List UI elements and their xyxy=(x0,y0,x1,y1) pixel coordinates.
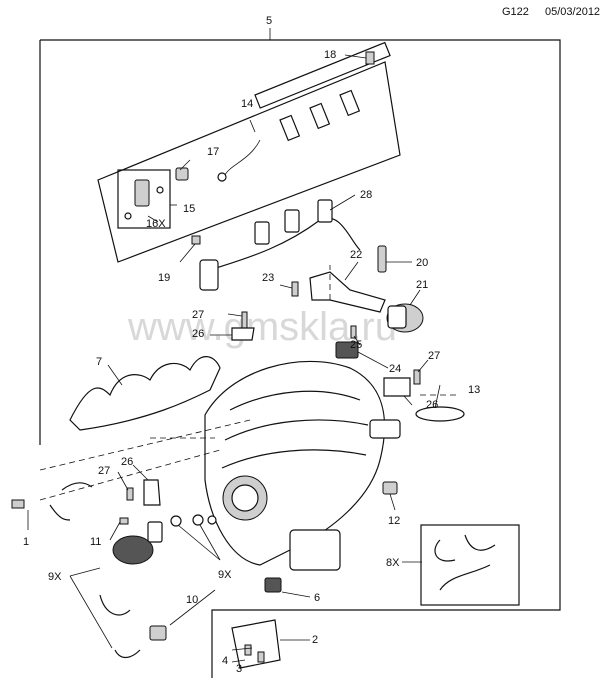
callout-6: 6 xyxy=(314,592,320,604)
callout-24: 24 xyxy=(389,363,401,375)
bolt-4 xyxy=(244,644,252,656)
gasket-7 xyxy=(69,356,221,431)
callout-2: 2 xyxy=(312,634,318,646)
callout-4: 4 xyxy=(222,655,228,667)
valve-21 xyxy=(386,303,424,333)
hoses-inset-8x xyxy=(420,524,520,606)
bracket-26-right xyxy=(383,377,411,397)
callout-5: 5 xyxy=(266,15,272,27)
bolt-27-right xyxy=(413,369,421,385)
callout-8x: 8X xyxy=(386,557,400,569)
callout-17: 17 xyxy=(207,146,219,158)
intake-manifold xyxy=(204,360,401,571)
callout-27-right: 27 xyxy=(428,350,440,362)
callout-23: 23 xyxy=(262,272,274,284)
header-date: 05/03/2012 xyxy=(545,6,600,18)
callout-1: 1 xyxy=(23,536,29,548)
bolt-3 xyxy=(257,651,265,663)
bolt-27-top xyxy=(241,311,248,329)
bolt-25 xyxy=(350,325,357,339)
injector-inset xyxy=(117,169,171,229)
callout-7: 7 xyxy=(96,356,102,368)
wiring-harness-28 xyxy=(199,199,361,291)
assembly-frame xyxy=(39,39,561,678)
bolt-18 xyxy=(365,51,375,65)
hose-9x-lower xyxy=(99,594,141,659)
leader-lines xyxy=(27,54,441,663)
clip-17 xyxy=(175,167,189,181)
purge-valve-9x xyxy=(112,521,163,565)
sensor-10 xyxy=(149,625,167,641)
bolt-27-left xyxy=(126,487,134,501)
bracket-24 xyxy=(335,341,359,359)
callout-14: 14 xyxy=(241,98,253,110)
callout-16x: 16X xyxy=(146,218,166,230)
bracket-2 xyxy=(231,619,281,669)
bolt-11 xyxy=(119,517,129,525)
callout-15: 15 xyxy=(183,203,195,215)
callout-12: 12 xyxy=(388,515,400,527)
fuel-rail-assembly xyxy=(97,41,401,263)
bracket-26-left xyxy=(143,479,161,506)
callout-22: 22 xyxy=(350,249,362,261)
callout-27-top: 27 xyxy=(192,309,204,321)
callout-13: 13 xyxy=(468,384,480,396)
sensor-20 xyxy=(377,245,387,273)
bolt-23 xyxy=(291,281,299,297)
dashed-guide-lines xyxy=(39,265,460,501)
callout-19: 19 xyxy=(158,272,170,284)
callout-11: 11 xyxy=(90,536,101,548)
bracket-26-top xyxy=(231,327,255,341)
callout-26-left: 26 xyxy=(121,456,133,468)
callout-25: 25 xyxy=(350,339,362,351)
callout-21: 21 xyxy=(416,279,428,291)
gasket-13 xyxy=(415,406,465,422)
header-code: G122 xyxy=(502,6,529,18)
callout-9x-right: 9X xyxy=(218,569,232,581)
bolt-19 xyxy=(191,235,201,245)
bolt-1 xyxy=(11,499,25,509)
callout-10: 10 xyxy=(186,594,198,606)
callout-18: 18 xyxy=(324,49,336,61)
mount-6 xyxy=(264,577,282,593)
fittings-9x-right xyxy=(170,514,217,527)
bracket-22 xyxy=(309,271,386,313)
callout-28: 28 xyxy=(360,189,372,201)
callout-3: 3 xyxy=(236,663,242,675)
callout-9x-left: 9X xyxy=(48,571,62,583)
callout-26-right: 26 xyxy=(426,399,438,411)
callout-26-top: 26 xyxy=(192,328,204,340)
callout-20: 20 xyxy=(416,257,428,269)
clip-12 xyxy=(382,481,398,495)
callout-27-left: 27 xyxy=(98,465,110,477)
hose-left-upper xyxy=(49,482,93,521)
